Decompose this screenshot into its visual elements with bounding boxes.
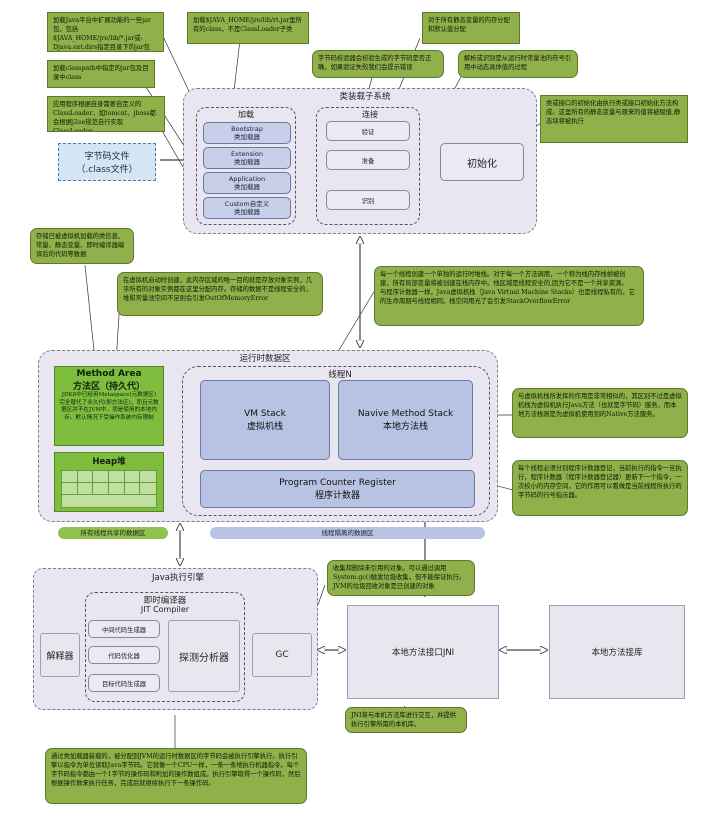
load-group — [196, 107, 296, 225]
jit-compiler-group — [85, 592, 245, 702]
pc-cn: 程序计数器 — [314, 490, 360, 501]
method-area-box: Method Area 方法区（持久代） JDK8中已经用Metaspace(元… — [54, 366, 164, 446]
vm-stack-cn: 虚拟机栈 — [246, 421, 283, 432]
custom-loader: Custom自定义 类加载器 — [203, 197, 291, 219]
link-title: 连接 — [362, 110, 378, 119]
native-library-box: 本地方法接库 — [549, 605, 685, 699]
note-heap: 在虚拟机启动时创建，此内存区域的唯一目的就是存放对象实例，几乎所有的对象实例都在… — [117, 272, 323, 316]
note-jni: JNI将与本机方法库进行交互，并提供执行引擎所需的本机库。 — [345, 707, 467, 733]
profiler-box: 探测分析器 — [168, 620, 240, 692]
custom-desc: 类加载器 — [234, 208, 260, 216]
bootstrap-desc: 类加载器 — [234, 133, 260, 141]
note-rt-jar: 加载$JAVA_HOME/jre/lib/rt.jar里所有的class，不是C… — [187, 12, 309, 44]
note-gc: 收集和删除未引用的对象。可以通过调用System.gc()触发垃圾收集，但不能保… — [327, 560, 475, 596]
jit-intermediate-code-gen: 中间代码生成器 — [88, 620, 160, 638]
jit-en: JIT Compiler — [140, 605, 190, 614]
vm-stack-box: VM Stack 虚拟机栈 — [200, 380, 330, 460]
native-method-stack-box: Navive Method Stack 本地方法栈 — [338, 380, 473, 460]
note-engine: 通过类加载器装载的，被分配到JVM的运行时数据区的字节码会被执行引擎执行。执行引… — [45, 748, 307, 804]
note-pc: 每个线程必须分别程序计数器登记，当前执行的指令一旦执行，程序计数器（程序计数器登… — [512, 460, 688, 516]
note-ext-jars: 加载Java平台中扩展功能的一些jar包，包括$JAVA_HOME/jre/li… — [47, 12, 164, 52]
pc-en: Program Counter Register — [279, 477, 396, 488]
heap-generations-graphic — [61, 470, 157, 508]
note-custom-loader: 应用程序根据自身需要自定义的ClassLoader，如tomcat、jboss都… — [47, 96, 165, 132]
bytecode-file-subtitle: （.class文件） — [76, 165, 138, 175]
program-counter-box: Program Counter Register 程序计数器 — [200, 470, 475, 508]
runtime-title: 运行时数据区 — [239, 354, 291, 364]
method-area-desc: JDK8中已经用Metaspace(元数据区)完全替代了永久代(即方法区)，而且… — [59, 392, 159, 421]
bytecode-file-title: 字节码文件 — [84, 152, 130, 162]
native-stack-en: Navive Method Stack — [357, 408, 454, 419]
jni-box: 本地方法接口JNI — [347, 605, 499, 699]
jit-target-code-gen: 目标代码生成器 — [88, 674, 160, 692]
thread-n-title: 线程N — [328, 370, 352, 380]
note-vm-stack: 每一个线程创建一个单独的运行时堆栈。对于每一个方法调用，一个称为栈内存栈帧被创建… — [374, 266, 644, 326]
bytecode-file: 字节码文件 （.class文件） — [58, 143, 156, 181]
link-verify: 验证 — [326, 121, 410, 141]
interpreter-box: 解释器 — [40, 633, 80, 677]
heap-label: Heap堆 — [92, 457, 126, 467]
link-prepare: 准备 — [326, 150, 410, 170]
bootstrap-name: Bootstrap — [231, 124, 263, 133]
heap-box: Heap堆 — [54, 452, 164, 512]
native-stack-cn: 本地方法栈 — [382, 421, 428, 432]
gc-box: GC — [252, 633, 312, 677]
note-classpath: 加载classpath中指定的jar包及目录中class — [47, 60, 155, 88]
initialization-box: 初始化 — [440, 143, 524, 181]
load-title: 加载 — [238, 110, 254, 119]
note-init: 类或接口的初始化由执行类或接口初始化方法构成。这里所有的静态变量与原来的值将被赋… — [540, 95, 688, 143]
custom-name: Custom自定义 — [224, 199, 270, 208]
note-native-stack: 与虚拟机栈所发挥的作用是非常相似的，其区别不过是虚拟机栈为虚拟机执行Java方法… — [512, 388, 688, 438]
extension-loader: Extension 类加载器 — [203, 147, 291, 169]
extension-desc: 类加载器 — [234, 158, 260, 166]
link-resolve: 识别 — [326, 190, 410, 210]
class-loader-title: 类装载子系统 — [339, 92, 391, 102]
vm-stack-en: VM Stack — [244, 408, 286, 419]
engine-title: Java执行引擎 — [152, 573, 204, 583]
private-area-label: 线程隔离的数据区 — [210, 527, 485, 539]
application-desc: 类加载器 — [234, 183, 260, 191]
method-area-en: Method Area — [76, 369, 142, 379]
note-method-area: 存储已被虚拟机加载的类信息、常量、静态变量、即时编译器编译后的代码等数据 — [30, 228, 134, 264]
method-area-cn: 方法区（持久代） — [72, 382, 145, 392]
application-name: Application — [228, 174, 266, 183]
jit-code-optimizer: 代码优化器 — [88, 646, 160, 664]
thread-n-group — [182, 366, 490, 516]
link-group — [316, 107, 420, 225]
note-static-alloc: 对于所有静态变量的内存分配和默认值分配 — [422, 12, 520, 44]
shared-area-label: 所有线程共享的数据区 — [58, 527, 168, 539]
note-resolve: 解析或识别是从运行时常量池的符号引用中动态具体值的过程 — [458, 50, 578, 78]
bootstrap-loader: Bootstrap 类加载器 — [203, 122, 291, 144]
application-loader: Application 类加载器 — [203, 172, 291, 194]
extension-name: Extension — [231, 149, 263, 158]
note-verify: 字节码校验器会校验生成的字节码是否正确，如果验证失败我们会提示错误 — [312, 50, 444, 78]
jit-title: 即时编译器 — [143, 596, 187, 606]
